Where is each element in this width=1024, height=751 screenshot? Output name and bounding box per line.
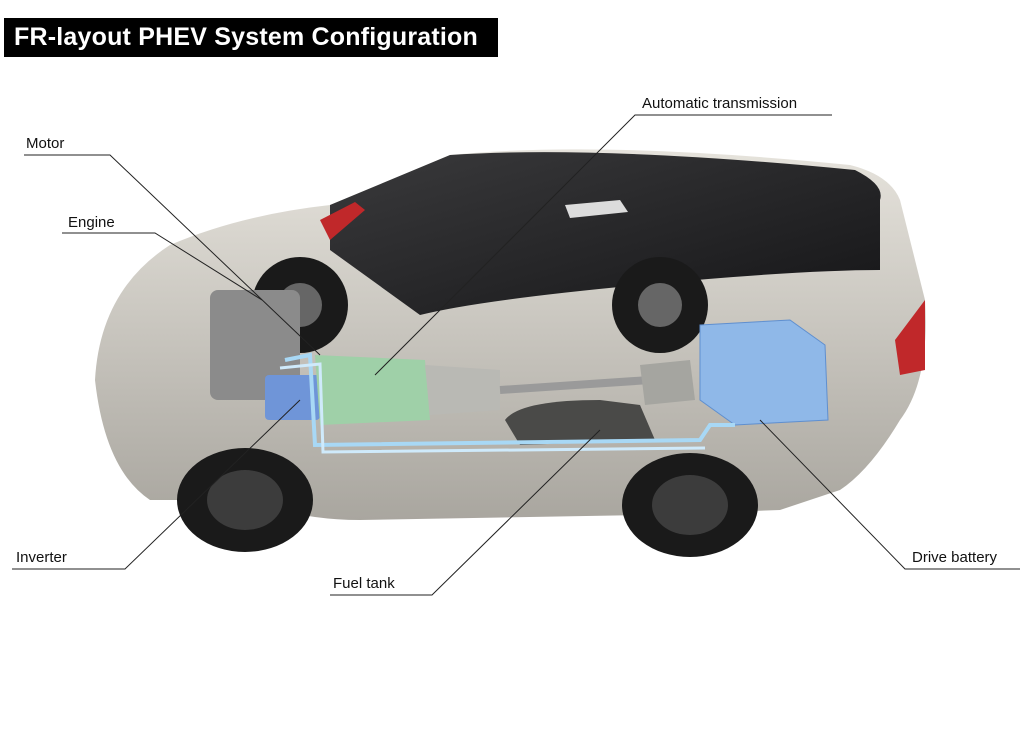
hv-cable xyxy=(284,352,735,448)
label-fuel-tank: Fuel tank xyxy=(333,575,395,592)
tail-light xyxy=(895,300,925,375)
transmission-unit xyxy=(315,355,430,425)
transfer-case xyxy=(425,365,500,415)
leader-drive-battery xyxy=(759,419,1020,570)
propeller-shaft xyxy=(499,376,651,394)
fuel-tank-shape xyxy=(505,400,655,445)
label-drive-battery: Drive battery xyxy=(912,549,998,566)
car-roof xyxy=(330,152,881,315)
diagram-title: FR-layout PHEV System Configuration xyxy=(4,18,498,57)
wheel-rear-top xyxy=(612,257,708,353)
leader-motor xyxy=(24,154,321,356)
leader-inverter xyxy=(12,399,301,570)
drive-battery-pack xyxy=(699,319,829,426)
wheel-rear-bottom xyxy=(622,453,758,557)
inverter-unit xyxy=(265,375,320,420)
leader-lines xyxy=(12,114,1020,596)
leader-fuel-tank xyxy=(330,429,601,596)
label-inverter: Inverter xyxy=(16,549,67,566)
engine-block xyxy=(210,290,300,400)
label-motor: Motor xyxy=(26,135,65,152)
hv-cable-2 xyxy=(279,362,706,454)
leader-transmission xyxy=(374,114,832,376)
label-automatic-transmission: Automatic transmission xyxy=(642,95,798,112)
leader-engine xyxy=(62,232,263,301)
rear-differential xyxy=(640,360,695,405)
label-engine: Engine xyxy=(68,214,115,231)
side-mirror xyxy=(320,202,365,240)
wheel-front-bottom xyxy=(177,448,313,552)
roof-emblem xyxy=(565,200,628,218)
